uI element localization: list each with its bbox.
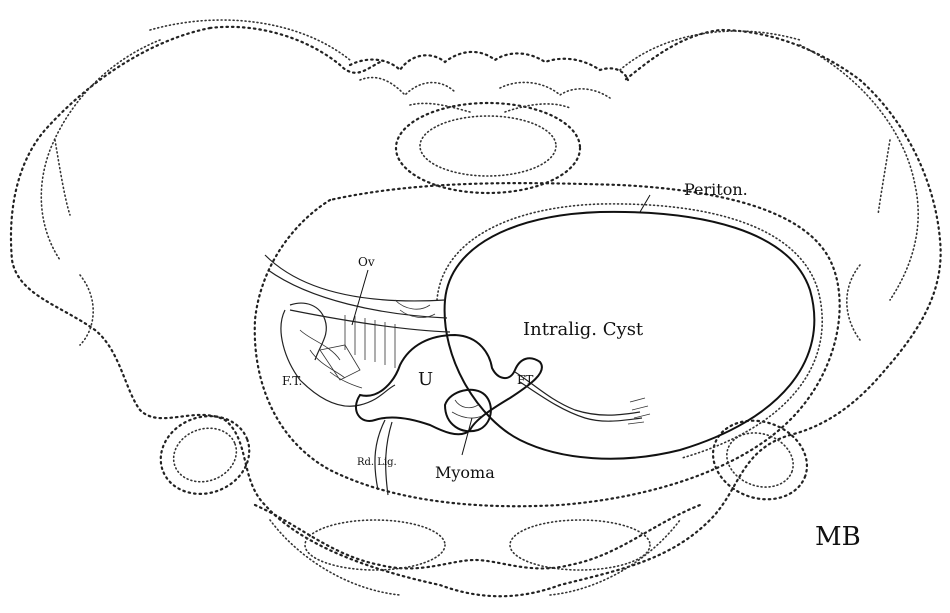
artist-monogram: MB — [815, 522, 861, 552]
label-uterus: U — [418, 369, 433, 390]
label-peritoneum: Periton. — [684, 180, 748, 199]
pelvic-bone-outline — [11, 20, 941, 596]
sacrum-vertebra — [350, 52, 628, 193]
broad-ligament — [265, 255, 450, 368]
peritoneum-leader — [640, 195, 650, 212]
label-fallopian-tube-right: FT — [517, 373, 533, 387]
label-round-ligament: Rd. Lig. — [357, 457, 397, 468]
pubic-symphysis — [255, 505, 700, 595]
label-intraligamentous-cyst: Intralig. Cyst — [523, 319, 644, 340]
myoma-leader — [462, 418, 472, 455]
label-fallopian-tube-left: F.T. — [282, 374, 302, 388]
label-ovary: Ov — [358, 255, 375, 269]
label-myoma: Myoma — [435, 463, 495, 482]
